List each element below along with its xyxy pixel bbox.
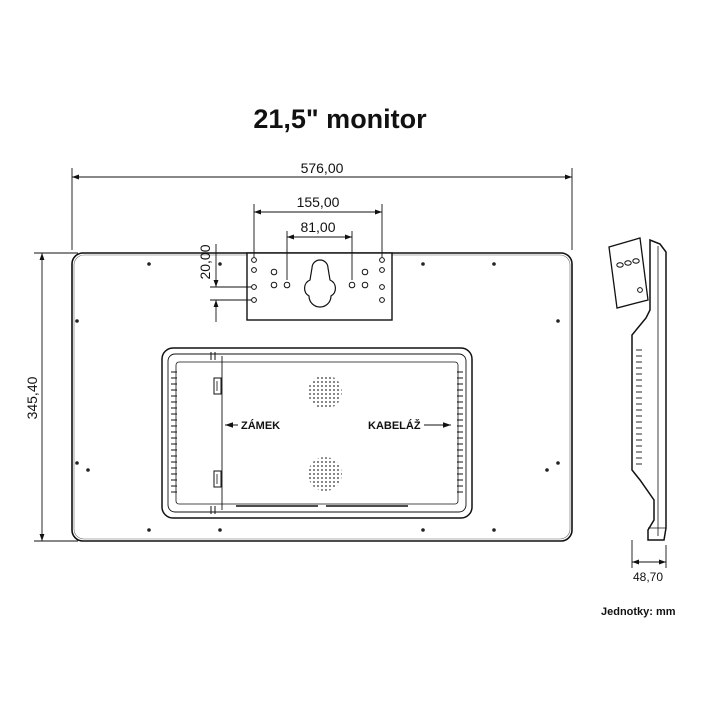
monitor-front-view: ZÁMEK KABELÁŽ — [71, 252, 573, 542]
dimension-total-width — [71, 168, 573, 250]
monitor-side-view — [608, 237, 667, 541]
dimension-mount-offset — [210, 244, 252, 322]
keyhole-slot — [304, 259, 336, 308]
vent-slots — [171, 371, 463, 493]
speaker-grille-bottom — [308, 457, 342, 491]
cabling-label: KABELÁŽ — [368, 419, 421, 432]
side-mount-bracket — [608, 237, 649, 309]
dimension-depth — [631, 540, 667, 568]
cabling-callout: KABELÁŽ — [368, 419, 451, 432]
depth-label: 48,70 — [633, 570, 663, 584]
side-body-profile — [631, 238, 667, 541]
mount-outer-label: 155,00 — [297, 194, 340, 210]
side-vent-slots — [636, 349, 642, 465]
dimension-total-height — [34, 252, 78, 542]
housing-screw-holes — [75, 262, 560, 532]
mount-offset-label: 20,00 — [197, 244, 213, 279]
drawing-title: 21,5" monitor — [253, 104, 427, 134]
total-width-label: 576,00 — [301, 160, 344, 176]
lock-label: ZÁMEK — [241, 419, 280, 432]
vesa-mount-plate — [246, 252, 393, 321]
mount-inner-label: 81,00 — [300, 219, 335, 235]
dimension-mount-inner — [286, 231, 353, 280]
units-note: Jednotky: mm — [601, 606, 676, 618]
total-height-label: 345,40 — [24, 376, 40, 419]
lock-bar — [210, 352, 223, 514]
lock-callout: ZÁMEK — [225, 419, 280, 432]
dimension-mount-outer — [253, 204, 383, 257]
speaker-grille-top — [308, 375, 342, 409]
inner-panel — [161, 347, 473, 519]
